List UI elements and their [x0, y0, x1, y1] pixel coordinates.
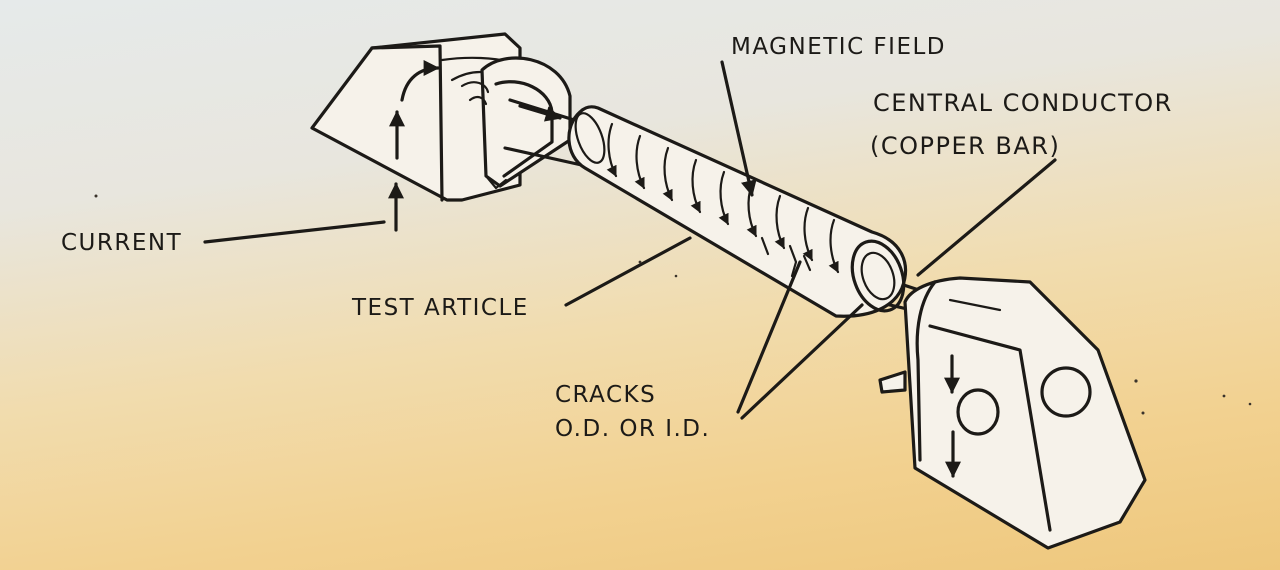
label-test-article: TEST ARTICLE	[352, 295, 529, 321]
left-clamp-block	[310, 32, 572, 202]
cracks-marks	[760, 236, 812, 278]
label-current: CURRENT	[61, 230, 183, 256]
label-cracks-location: O.D. OR I.D.	[555, 416, 711, 442]
label-copper-bar: (COPPER BAR)	[870, 132, 1061, 160]
leader-cracks-id	[740, 303, 864, 420]
current-arrows-left	[388, 60, 440, 232]
leader-cracks-od	[736, 260, 802, 414]
leader-central-conductor	[916, 158, 1057, 277]
label-cracks: CRACKS	[555, 382, 657, 408]
current-arrows-right	[944, 354, 961, 478]
right-clamp-block	[878, 276, 1147, 550]
leader-current	[203, 220, 386, 244]
label-magnetic-field: MAGNETIC FIELD	[731, 34, 947, 60]
leader-lines	[203, 60, 1057, 420]
label-central-conductor: CENTRAL CONDUCTOR	[873, 89, 1173, 117]
leader-test-article	[564, 236, 692, 307]
paper-speckles	[94, 194, 1252, 415]
test-article-cylinder	[567, 105, 908, 318]
leader-magnetic-field	[720, 60, 757, 197]
